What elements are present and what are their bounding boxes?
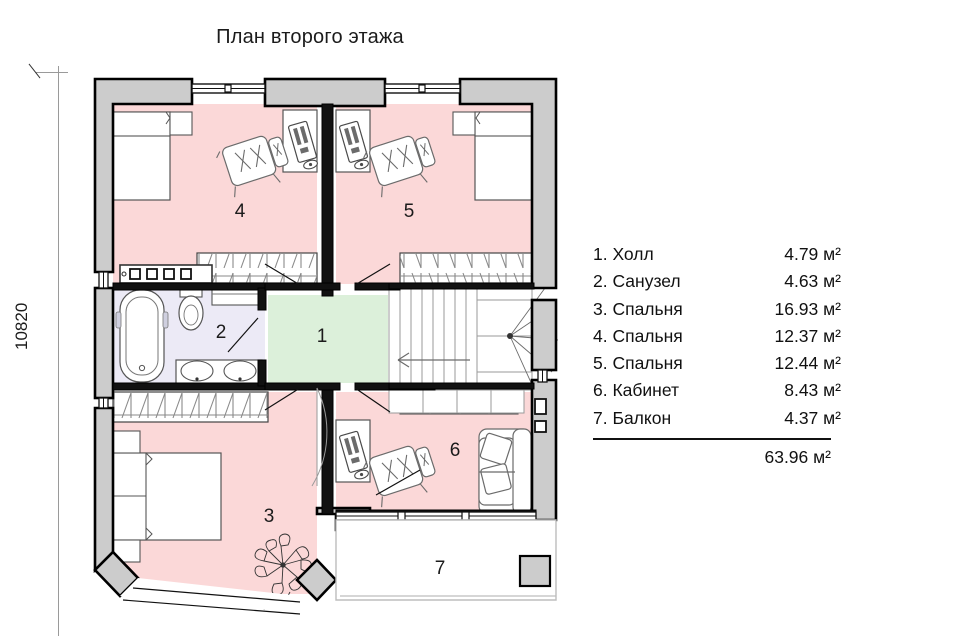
room-fill-1	[268, 295, 388, 383]
room-number-2: 2	[215, 322, 227, 343]
desk-room-5	[335, 109, 371, 173]
legend-label: 2. Санузел	[593, 271, 681, 292]
wardrobe-room-5	[399, 252, 533, 284]
window-bay-room3	[120, 578, 301, 615]
window-left-upper	[98, 271, 109, 289]
room-number-5: 5	[403, 201, 415, 222]
legend-label: 1. Холл	[593, 244, 654, 264]
legend-area: 12.37 м²	[774, 325, 841, 346]
legend-row: 1. Холл 4.79 м²	[593, 241, 841, 268]
wall-bathroom-door-jamb-lower	[257, 359, 267, 387]
wall-fixture-upper	[534, 398, 547, 415]
wall-exterior-top-left	[93, 77, 194, 274]
window-top-right	[384, 83, 461, 94]
bed-room-5	[452, 111, 533, 201]
window-left-middle	[98, 397, 109, 409]
dimension-extension-line-top	[36, 72, 68, 73]
bathtub	[115, 289, 169, 383]
room-number-6: 6	[449, 440, 461, 461]
legend-area: 4.37 м²	[784, 407, 841, 428]
legend-row: 4. Спальня 12.37 м²	[593, 323, 841, 350]
legend-label: 3. Спальня	[593, 298, 683, 319]
wardrobe-room-4	[196, 252, 318, 284]
door-swing-room3	[311, 387, 328, 487]
legend-row: 5. Спальня 12.44 м²	[593, 350, 841, 377]
wall-fixture-lower	[534, 420, 547, 433]
wall-exterior-left-lower	[93, 406, 115, 574]
page-title: План второго этажа	[216, 26, 404, 48]
legend-area: 16.93 м²	[774, 298, 841, 319]
legend-row: 6. Кабинет 8.43 м²	[593, 377, 841, 404]
legend-row: 3. Спальня 16.93 м²	[593, 296, 841, 323]
window-right-middle	[537, 369, 548, 383]
desk-room-4	[282, 109, 320, 173]
windows	[98, 83, 548, 615]
wall-bathroom-top	[112, 282, 266, 291]
bed-room-4	[112, 111, 193, 201]
legend-area: 8.43 м²	[784, 380, 841, 401]
room-number-1: 1	[316, 326, 328, 347]
wall-stair-bottom	[388, 382, 535, 390]
desk-room-6	[335, 419, 371, 483]
wall-bathroom-door-jamb-upper	[257, 287, 267, 311]
wall-exterior-left-middle	[93, 286, 115, 400]
wall-hall-bottom-left	[264, 382, 341, 391]
toilet	[178, 285, 204, 331]
vanity-counter	[119, 264, 213, 284]
legend-area: 12.44 м²	[774, 353, 841, 374]
room-number-3: 3	[263, 506, 275, 527]
door-marks	[227, 263, 421, 496]
wall-top-middle-pier	[263, 77, 387, 108]
room-legend: 1. Холл 4.79 м² 2. Санузел 4.63 м² 3. Сп…	[593, 241, 841, 468]
wall-partition-vertical-top	[321, 103, 334, 297]
legend-row: 7. Балкон 4.37 м²	[593, 405, 841, 432]
balcony-outline	[335, 519, 557, 601]
window-balcony-door	[335, 511, 537, 521]
legend-area: 4.63 м²	[784, 271, 841, 292]
double-sink	[175, 359, 263, 389]
wall-hall-top-left	[264, 282, 341, 291]
legend-label: 7. Балкон	[593, 407, 672, 428]
dimension-line-vertical	[58, 66, 59, 636]
sofa-room-6	[478, 428, 532, 515]
wall-partition-vertical-bottom	[321, 382, 334, 515]
window-top-left	[191, 83, 266, 94]
wall-bathroom-bottom	[112, 382, 266, 391]
staircase	[388, 282, 559, 414]
legend-row: 2. Санузел 4.63 м²	[593, 268, 841, 295]
wall-stair-top	[388, 282, 535, 290]
legend-area: 4.79 м²	[784, 244, 841, 264]
legend-total-area: 63.96 м²	[764, 447, 831, 468]
legend-label: 5. Спальня	[593, 353, 683, 374]
furniture-layer	[112, 109, 559, 611]
room-number-7: 7	[434, 558, 446, 579]
wall-exterior-right-middle	[530, 298, 558, 372]
bed-room-3	[112, 430, 222, 563]
legend-divider	[593, 438, 831, 441]
room-number-4: 4	[234, 201, 246, 222]
balcony-post	[518, 554, 552, 588]
wardrobe-room-3	[112, 391, 269, 423]
legend-label: 6. Кабинет	[593, 380, 680, 401]
legend-label: 4. Спальня	[593, 325, 683, 346]
wall-fixtures	[534, 398, 547, 433]
